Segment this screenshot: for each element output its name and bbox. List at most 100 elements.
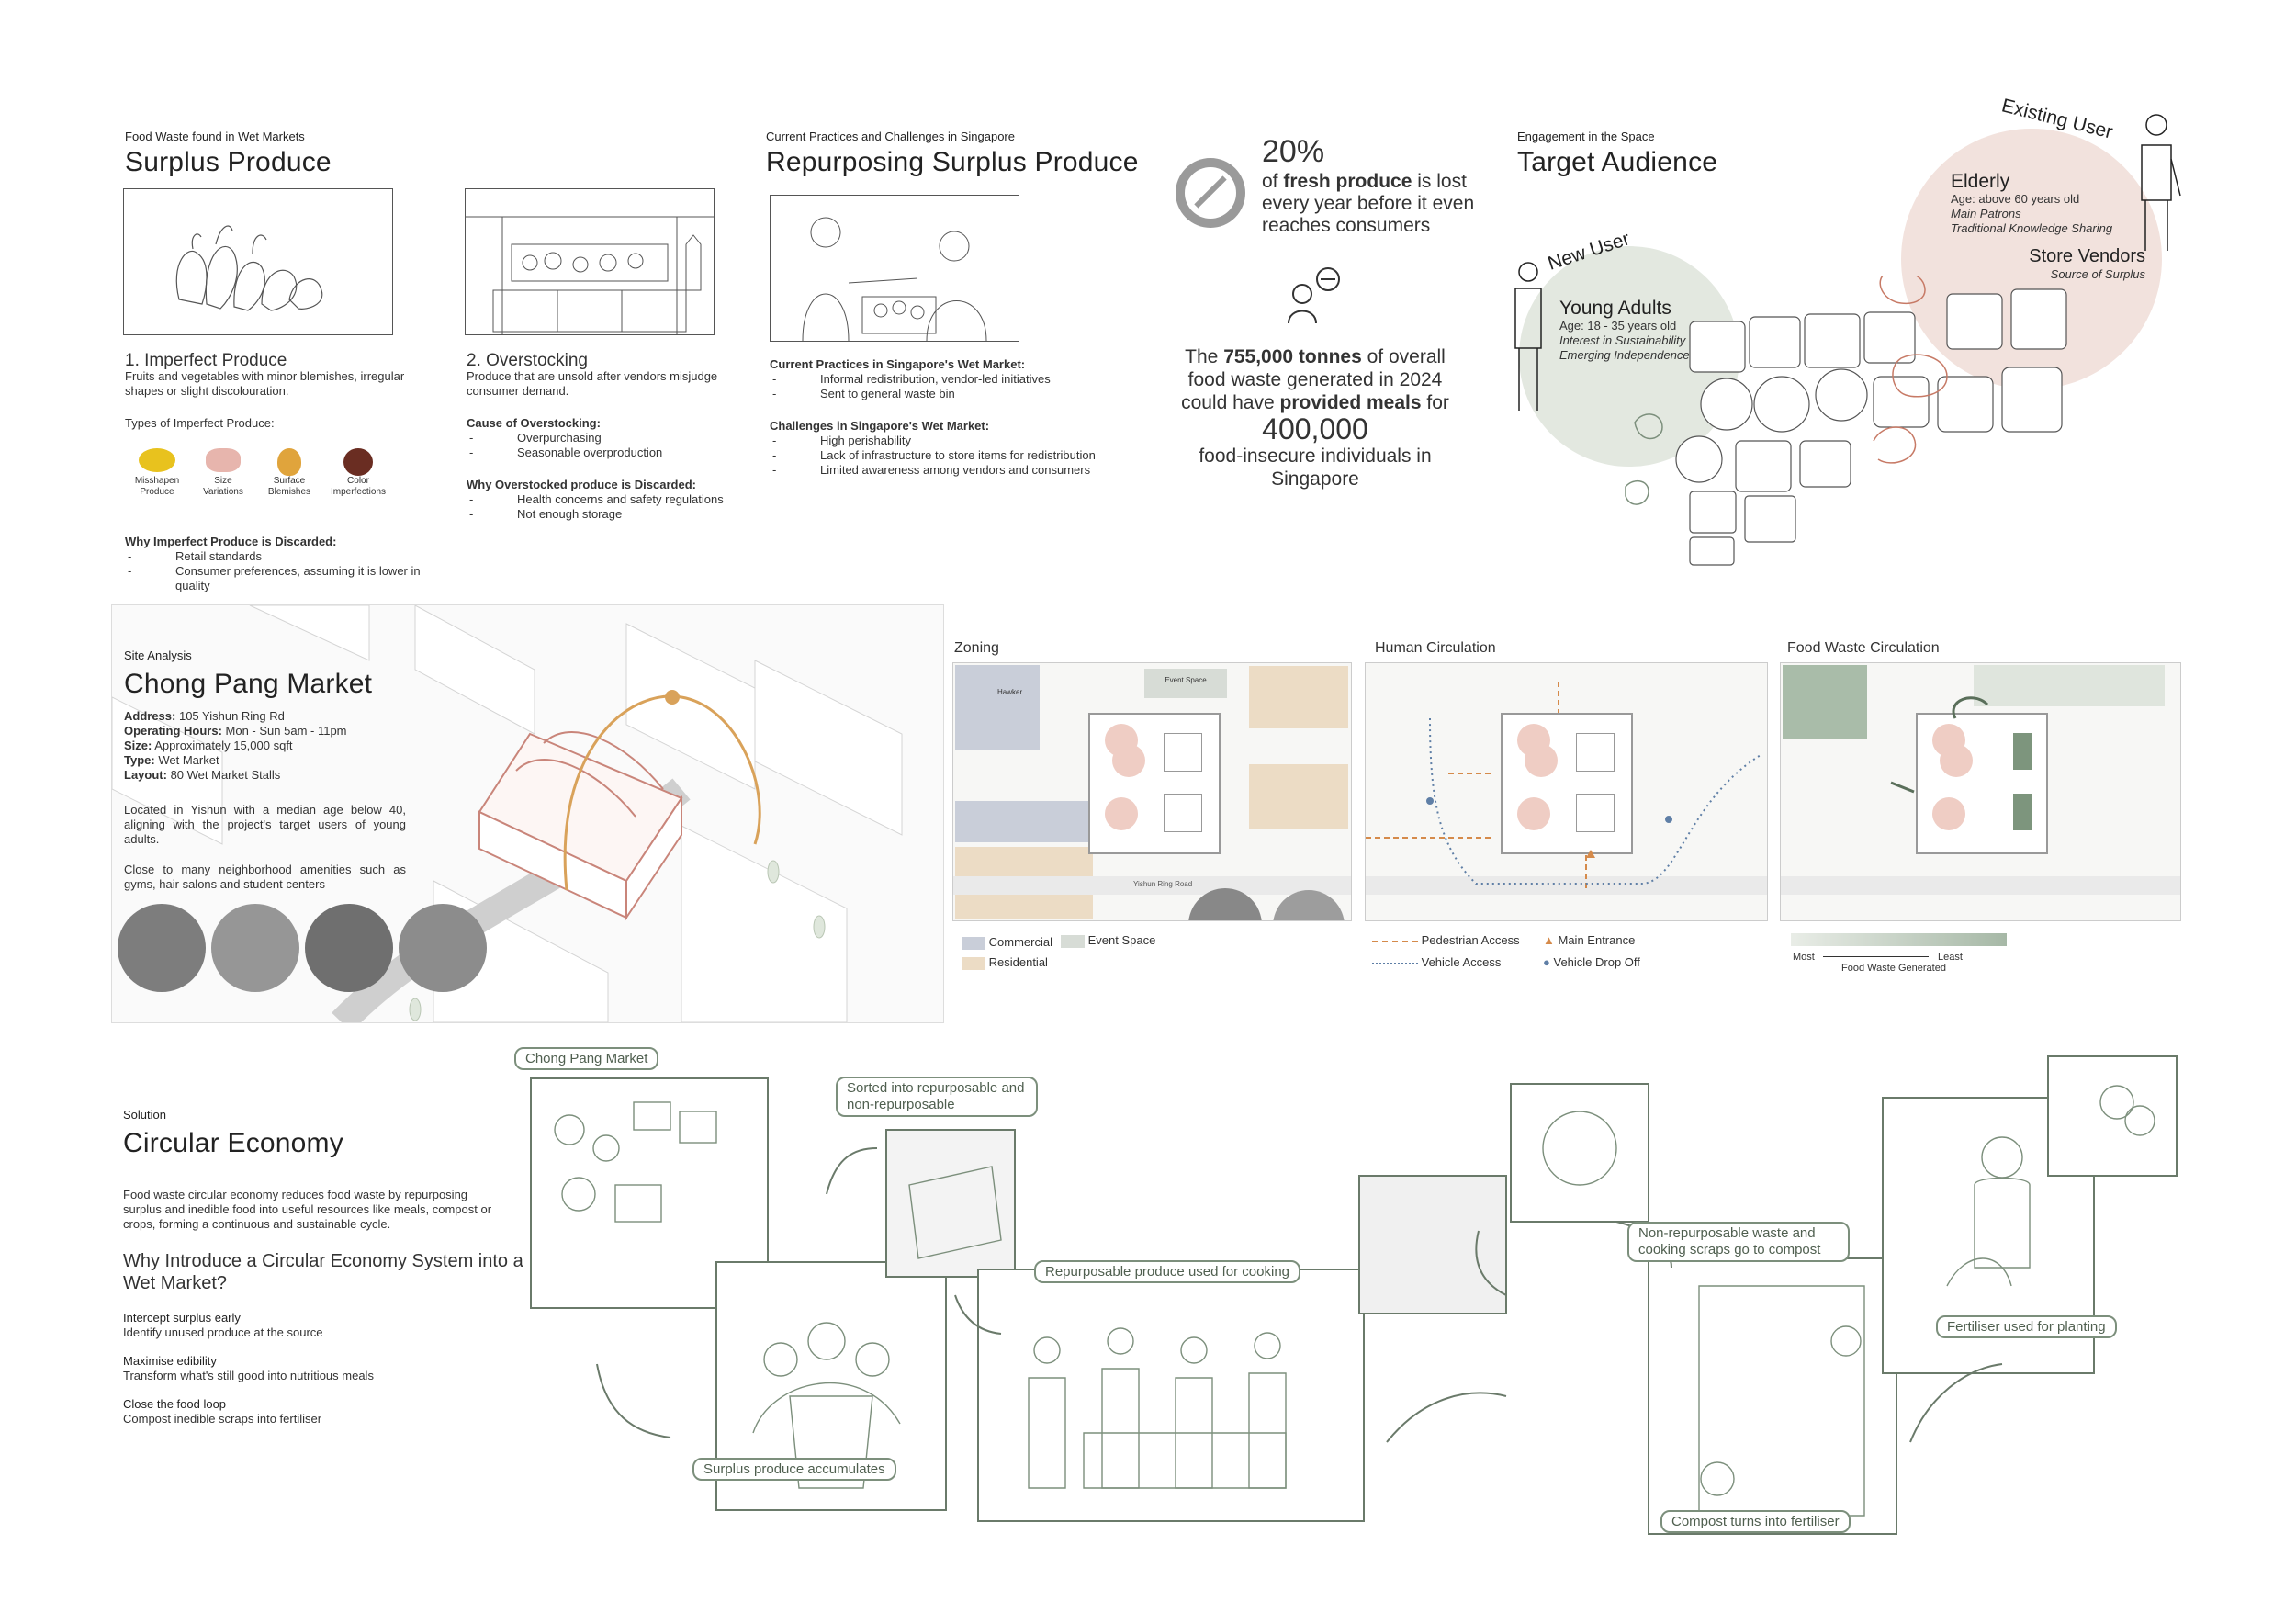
cause-heading: Cause of Overstocking: [467, 416, 601, 430]
zoning-title: Zoning [954, 640, 999, 656]
legend-residential: Residential [962, 955, 1048, 970]
elderly-figure [2141, 114, 2181, 251]
tag-repurposable-cooking: Repurposable produce used for cooking [1034, 1260, 1301, 1283]
solution-title: Circular Economy [123, 1128, 343, 1158]
solution-why-title: Why Introduce a Circular Economy System … [123, 1251, 523, 1293]
ginger-icon [206, 448, 241, 472]
elderly-title: Elderly [1951, 171, 2010, 192]
why-discarded-heading: Why Imperfect Produce is Discarded: [125, 535, 337, 548]
point-2-title: Maximise edibility [123, 1354, 217, 1368]
why-discarded-list: Retail standards Consumer preferences, a… [125, 549, 437, 593]
solution-eyebrow: Solution [123, 1108, 166, 1122]
legend-vehicle: Vehicle Access [1372, 955, 1501, 970]
surplus-title: Surplus Produce [125, 147, 332, 177]
cause-list: Overpurchasing Seasonable overproduction [467, 431, 742, 460]
overstock-desc: Produce that are unsold after vendors mi… [467, 369, 718, 398]
practices-heading: Current Practices in Singapore's Wet Mar… [770, 357, 1026, 371]
imperfect-title: 1. Imperfect Produce [125, 351, 287, 370]
vendor-sketch [770, 195, 1019, 342]
site-title: Chong Pang Market [124, 669, 373, 699]
residential-zone-3 [1249, 764, 1348, 829]
audience-eyebrow: Engagement in the Space [1517, 130, 1655, 143]
commercial-zone-2 [955, 801, 1111, 842]
elderly-l2: Traditional Knowledge Sharing [1951, 221, 2113, 235]
legend-event: Event Space [1061, 933, 1155, 948]
young-adult-figure [1514, 262, 1542, 411]
pear-icon [277, 448, 301, 476]
produce-sketch [123, 188, 393, 335]
young-title: Young Adults [1559, 298, 1671, 319]
tag-chong-pang-market: Chong Pang Market [514, 1047, 659, 1070]
stat-big-number: 400,000 [1262, 412, 1368, 445]
overstock-title: 2. Overstocking [467, 351, 588, 370]
waste-title: Food Waste Circulation [1787, 640, 1940, 656]
commercial-zone-1 [955, 665, 1040, 750]
market-footprint [1088, 713, 1221, 854]
point-3-title: Close the food loop [123, 1397, 227, 1411]
legend-generated: Food Waste Generated [1841, 963, 1946, 974]
site-details: Address: 105 Yishun Ring Rd Operating Ho… [124, 709, 347, 782]
site-para-1: Located in Yishun with a median age belo… [124, 803, 406, 846]
road [953, 876, 1351, 895]
produce-loss-icon [1176, 158, 1245, 228]
circular-economy-illustration [530, 1055, 2178, 1535]
human-title: Human Circulation [1375, 640, 1496, 656]
young-l1: Interest in Sustainability [1559, 333, 1686, 347]
tag-fertiliser-planting: Fertiliser used for planting [1936, 1315, 2117, 1338]
tag-surplus-accumulates: Surplus produce accumulates [692, 1458, 896, 1481]
practices-list: Informal redistribution, vendor-led init… [770, 372, 1119, 401]
vendors-sub: Source of Surplus [2050, 267, 2145, 281]
elderly-age: Age: above 60 years old [1951, 192, 2080, 206]
surface-blemish-item: Surface Blemishes [266, 448, 312, 498]
residential-zone-1 [1249, 666, 1348, 728]
challenges-list: High perishability Lack of infrastructur… [770, 434, 1119, 478]
color-imperfection-item: Color Imperfections [331, 448, 386, 498]
point-1-title: Intercept surplus early [123, 1311, 241, 1325]
imperfect-desc: Fruits and vegetables with minor blemish… [125, 369, 405, 398]
market-photo-1 [118, 904, 206, 992]
market-footprint-3 [1916, 713, 2048, 854]
food-waste-map [1780, 662, 2181, 921]
market-photo-2 [211, 904, 299, 992]
tag-compost-fertiliser: Compost turns into fertiliser [1660, 1510, 1851, 1533]
elderly-l1: Main Patrons [1951, 207, 2021, 220]
market-stall-sketch [465, 188, 715, 335]
size-variation-item: Size Variations [200, 448, 246, 498]
axonometric-drawing [111, 604, 903, 1032]
produce-trays-illustration [1625, 276, 2067, 566]
challenges-heading: Challenges in Singapore's Wet Market: [770, 419, 990, 433]
stat-tonnes: The 755,000 tonnes of overall food waste… [1181, 346, 1449, 413]
zoning-map: Hawker Event Space Yishun Ring Road [952, 662, 1352, 921]
legend-arrow [1823, 956, 1929, 957]
waste-gradient-legend [1791, 933, 2007, 946]
legend-main-entrance: ▲ Main Entrance [1543, 933, 1636, 947]
young-age: Age: 18 - 35 years old [1559, 319, 1677, 333]
audience-title: Target Audience [1517, 147, 1718, 177]
surplus-eyebrow: Food Waste found in Wet Markets [125, 130, 305, 143]
market-photo-3 [305, 904, 393, 992]
vegetables-illustration [175, 225, 323, 311]
legend-drop-off: ● Vehicle Drop Off [1543, 955, 1640, 969]
why2-list: Health concerns and safety regulations N… [467, 492, 760, 522]
zoning-photo-2 [1273, 890, 1345, 920]
point-3-desc: Compost inedible scraps into fertiliser [123, 1412, 322, 1426]
market-footprint-2 [1501, 713, 1633, 854]
types-heading: Types of Imperfect Produce: [125, 416, 275, 430]
repurpose-title: Repurposing Surplus Produce [766, 147, 1139, 177]
legend-most: Most [1793, 952, 1815, 963]
lemon-icon [139, 448, 175, 472]
tag-sorted: Sorted into repurposable and non-repurpo… [836, 1077, 1038, 1117]
produce-types: Misshapen Produce Size Variations Surfac… [125, 448, 419, 513]
legend-pedestrian: Pedestrian Access [1372, 933, 1520, 948]
repurpose-eyebrow: Current Practices and Challenges in Sing… [766, 130, 1015, 143]
legend-commercial: Commercial [962, 935, 1052, 950]
stat-percent: 20% [1262, 134, 1325, 169]
site-para-2: Close to many neighborhood amenities suc… [124, 863, 406, 891]
misshapen-item: Misshapen Produce [134, 448, 180, 498]
tag-non-repurposable: Non-repurposable waste and cooking scrap… [1627, 1222, 1850, 1262]
vendor-illustration [802, 217, 987, 342]
market-photo-4 [399, 904, 487, 992]
point-2-desc: Transform what's still good into nutriti… [123, 1369, 374, 1382]
vendors-title: Store Vendors [2029, 246, 2145, 266]
